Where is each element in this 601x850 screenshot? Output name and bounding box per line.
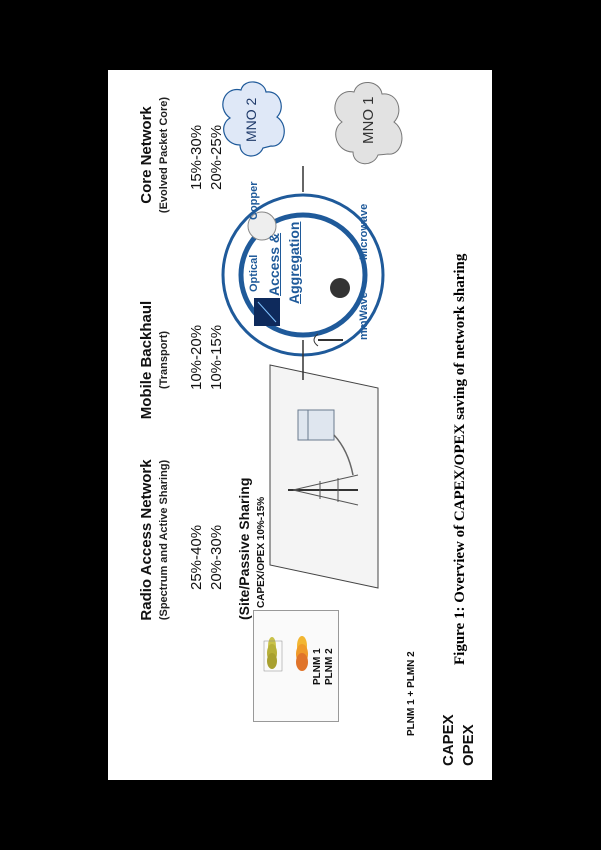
plmn-icons (263, 636, 308, 672)
microwave-label: Microwave (358, 203, 370, 260)
access-label: Access & (266, 232, 282, 296)
plmn2-antenna-icon (296, 636, 308, 671)
site-sharing-title: (Site/Passive Sharing (236, 477, 252, 620)
figure-frame: CAPEX OPEX Radio Access Network (Spectru… (108, 70, 492, 780)
mno1-label: MNO 1 (360, 96, 377, 144)
copper-cable-icon (247, 211, 277, 241)
mno2-cloud (222, 81, 285, 157)
row-label-opex: OPEX (460, 724, 477, 766)
backhaul-header: Mobile Backhaul (138, 300, 155, 420)
core-subheader: (Evolved Packet Core) (158, 96, 170, 214)
cable-line (333, 434, 354, 476)
backhaul-capex: 10%-20% (188, 324, 205, 390)
plmn1-antenna-icon (263, 637, 283, 672)
core-header: Core Network (138, 106, 155, 204)
site-plane (269, 364, 379, 589)
optical-icon (254, 298, 280, 326)
ran-capex: 25%-40% (188, 524, 205, 590)
copper-label: Copper (248, 181, 260, 221)
mno1-cloud (334, 82, 403, 165)
site-to-backhaul-link (302, 340, 304, 380)
backhaul-inner-ring (238, 212, 368, 338)
backhaul-circle (221, 193, 385, 357)
row-label-capex: CAPEX (440, 714, 457, 766)
plmn-legend-box: PLNM 1 PLNM 2 (253, 610, 339, 722)
optical-label: Optical (248, 254, 260, 292)
plmn1-label: PLNM 1 (312, 648, 323, 685)
network-sharing-diagram: CAPEX OPEX Radio Access Network (Spectru… (108, 70, 492, 780)
plmn2-label: PLNM 2 (324, 648, 335, 685)
microwave-dish-icon (330, 278, 350, 298)
cabinet-icon (297, 409, 335, 441)
site-illustration (269, 364, 379, 589)
plmn-combined-label: PLNM 1 + PLMN 2 (406, 651, 417, 736)
aggregation-label: Aggregation (286, 221, 302, 304)
tower-icon (288, 474, 359, 506)
mmwave-label: mmWave (358, 292, 370, 340)
core-capex: 15%-30% (188, 124, 205, 190)
mno2-label: MNO 2 (243, 97, 259, 142)
ran-opex: 20%-30% (208, 524, 225, 590)
backhaul-subheader: (Transport) (158, 330, 170, 390)
backhaul-to-core-link (302, 166, 304, 192)
mmwave-tower-icon (313, 333, 343, 347)
